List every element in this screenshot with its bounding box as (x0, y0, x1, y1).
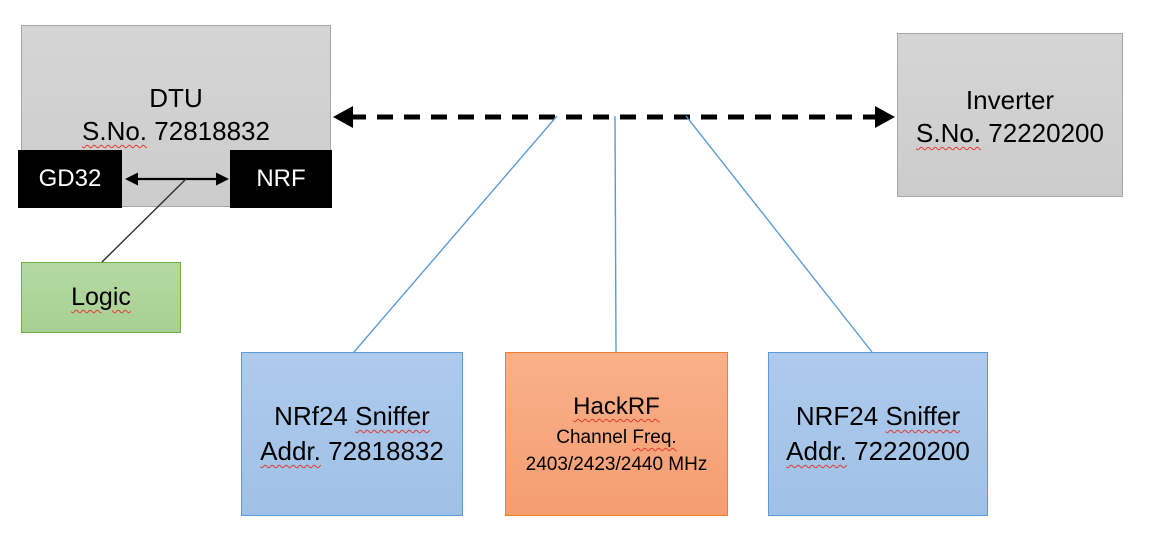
sniffer-right-addr: Addr.72220200 (786, 434, 970, 469)
hackrf-title: HackRF (573, 393, 660, 420)
connector-line-hackrf (614, 115, 617, 353)
inverter-label: Inverter S.No.72220200 (897, 84, 1123, 150)
connector-line-sniffer-right (685, 115, 873, 353)
dashed-arrowhead-right (875, 106, 895, 128)
logic-label: Logic (71, 283, 131, 311)
hackrf-frequencies: 2403/2423/2440 MHz (525, 454, 708, 475)
hackrf-subtitle-part2: Freq. (632, 427, 677, 448)
dtu-serial-value: 72818832 (154, 116, 270, 146)
dtu-label: DTU S.No.72818832 (21, 82, 331, 148)
sniffer-right-name-suffix: Sniffer (885, 401, 961, 431)
nrf-chip: NRF (230, 150, 332, 208)
dashed-arrowhead-left (333, 106, 353, 128)
gd32-chip: GD32 (18, 150, 122, 208)
logic-box: Logic (21, 262, 181, 333)
sniffer-left-addr: Addr.72818832 (260, 434, 444, 469)
sniffer-left-addr-label: Addr. (260, 436, 321, 466)
sniffer-left-name-suffix: Sniffer (355, 401, 430, 431)
nrf-chip-label: NRF (256, 165, 306, 192)
gd32-chip-label: GD32 (38, 165, 102, 192)
sniffer-right-addr-value: 72220200 (854, 436, 970, 466)
inverter-serial-label: S.No. (916, 118, 982, 148)
inverter-box (897, 33, 1123, 197)
dtu-serial-label: S.No. (82, 116, 148, 146)
sniffer-left-name-prefix: NRf24 (274, 401, 348, 431)
sniffer-right-name-prefix: NRF24 (795, 401, 879, 431)
hackrf-subtitle-part1: Channel (556, 427, 628, 448)
inverter-title: Inverter (965, 85, 1055, 115)
inverter-serial-value: 72220200 (988, 118, 1104, 148)
inverter-serial-line: S.No.72220200 (897, 117, 1123, 150)
connector-line-sniffer-left (353, 115, 558, 353)
dtu-title: DTU (149, 83, 203, 113)
dtu-inverter-dashed-arrow (333, 106, 895, 128)
dtu-serial-line: S.No.72818832 (21, 115, 331, 148)
sniffer-right-addr-label: Addr. (786, 436, 847, 466)
sniffer-left-addr-value: 72818832 (328, 436, 444, 466)
